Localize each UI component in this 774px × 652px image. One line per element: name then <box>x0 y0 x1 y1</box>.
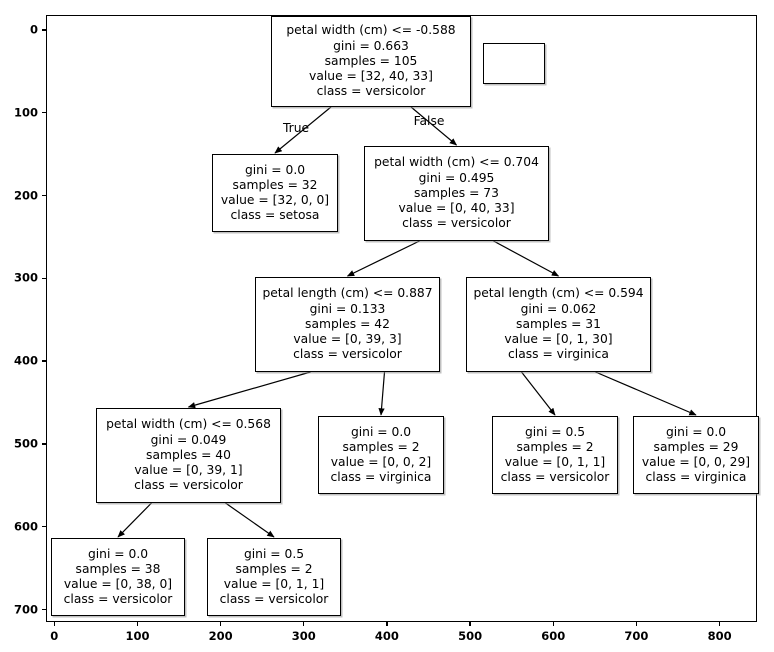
y-axis-tick <box>42 360 46 362</box>
y-axis-tick <box>42 277 46 279</box>
node-text-line: value = [0, 39, 1] <box>134 463 243 478</box>
y-axis-tick <box>42 29 46 31</box>
edge-label-false: False <box>413 114 445 128</box>
x-axis-tick <box>53 622 55 626</box>
node-text-line: gini = 0.0 <box>244 162 306 177</box>
y-axis-tick <box>42 526 46 528</box>
node-text-line: class = virginica <box>508 347 609 362</box>
x-axis-tick <box>386 622 388 626</box>
y-axis-tick-label: 600 <box>13 519 38 534</box>
node-text-line: class = setosa <box>230 208 320 223</box>
x-axis-tick-label: 200 <box>208 629 233 643</box>
x-axis-tick <box>635 622 638 626</box>
node-text-line: samples = 29 <box>653 439 739 454</box>
node-text-line: value = [0, 39, 3] <box>293 332 402 347</box>
node-text-line: gini = 0.0 <box>665 424 727 439</box>
edge-label-true: True <box>282 121 310 135</box>
node-text-line: gini = 0.663 <box>333 38 409 53</box>
x-axis-tick <box>469 622 471 626</box>
x-axis-tick <box>303 622 305 626</box>
node-text-line: class = versicolor <box>219 592 329 607</box>
node-text-line: value = [0, 1, 1] <box>223 577 325 591</box>
x-axis-tick-label: 300 <box>291 629 316 643</box>
node-text-line: value = [0, 1, 30] <box>504 332 613 347</box>
x-axis-tick-label: 700 <box>624 629 649 643</box>
x-axis-tick-label: 100 <box>125 629 150 643</box>
node-text-line: gini = 0.062 <box>520 301 597 316</box>
legend-box <box>483 43 545 84</box>
node-text-line: petal width (cm) <= -0.588 <box>286 23 456 38</box>
node-text-line: value = [0, 0, 29] <box>641 455 751 469</box>
node-text-line: samples = 105 <box>324 53 418 68</box>
node-text-line: gini = 0.133 <box>309 301 386 316</box>
node-text-line: gini = 0.0 <box>350 424 412 439</box>
node-text-line: samples = 2 <box>342 439 420 454</box>
node-text-line: class = versicolor <box>293 347 402 362</box>
node-text-line: class = versicolor <box>500 470 610 485</box>
y-axis-tick-label: 300 <box>13 270 38 285</box>
node-text-line: value = [32, 0, 0] <box>220 193 330 207</box>
node-text-line: gini = 0.0 <box>87 546 149 561</box>
node-text-line: samples = 32 <box>232 177 318 192</box>
node-text-line: samples = 38 <box>75 561 161 576</box>
node-text-line: samples = 2 <box>516 439 594 454</box>
x-axis-tick-label: 800 <box>707 629 732 643</box>
node-text-line: class = virginica <box>645 470 747 485</box>
x-axis-tick-label: 0 <box>50 629 59 643</box>
node-text-line: value = [32, 40, 33] <box>309 69 433 84</box>
node-text-line: gini = 0.5 <box>524 424 586 439</box>
node-text-line: class = virginica <box>330 470 432 485</box>
y-axis-tick <box>42 443 46 445</box>
node-text-line: value = [0, 1, 1] <box>504 455 606 469</box>
x-axis-tick <box>718 622 721 626</box>
node-text-line: petal length (cm) <= 0.887 <box>262 286 433 301</box>
node-text-line: value = [0, 0, 2] <box>330 455 432 469</box>
x-axis-tick <box>136 622 139 626</box>
node-text-line: petal width (cm) <= 0.568 <box>106 417 271 432</box>
node-text-line: gini = 0.5 <box>243 546 305 561</box>
x-axis-tick-label: 500 <box>458 629 483 643</box>
x-axis-tick <box>219 622 222 626</box>
node-text-line: class = versicolor <box>63 592 173 607</box>
y-axis-tick <box>42 194 46 197</box>
y-axis-tick-label: 0 <box>29 22 38 37</box>
x-axis-tick <box>552 622 554 626</box>
x-axis-tick-label: 600 <box>541 629 566 643</box>
node-text-line: class = versicolor <box>316 84 426 99</box>
y-axis-tick-label: 500 <box>13 436 38 451</box>
x-axis-tick-label: 400 <box>374 629 399 643</box>
y-axis-tick-label: 400 <box>13 353 38 368</box>
y-axis-tick-label: 100 <box>13 104 38 119</box>
y-axis-tick-label: 700 <box>13 601 38 616</box>
node-text-line: samples = 73 <box>414 185 499 200</box>
node-text-line: gini = 0.495 <box>418 170 495 185</box>
node-text-line: samples = 42 <box>305 316 390 331</box>
node-text-line: value = [0, 38, 0] <box>63 577 173 591</box>
node-text-line: samples = 2 <box>235 561 313 576</box>
node-text-line: gini = 0.049 <box>150 432 227 447</box>
node-text-line: class = versicolor <box>402 216 511 231</box>
node-text-line: samples = 40 <box>146 447 231 462</box>
y-axis-tick <box>42 112 46 114</box>
node-text-line: petal width (cm) <= 0.704 <box>374 155 539 170</box>
node-text-line: petal length (cm) <= 0.594 <box>473 286 644 301</box>
y-axis-tick <box>42 608 46 611</box>
node-text-line: samples = 31 <box>516 316 601 331</box>
y-axis-tick-label: 200 <box>13 187 38 202</box>
node-text-line: value = [0, 40, 33] <box>398 201 515 216</box>
node-text-line: class = versicolor <box>134 478 243 493</box>
